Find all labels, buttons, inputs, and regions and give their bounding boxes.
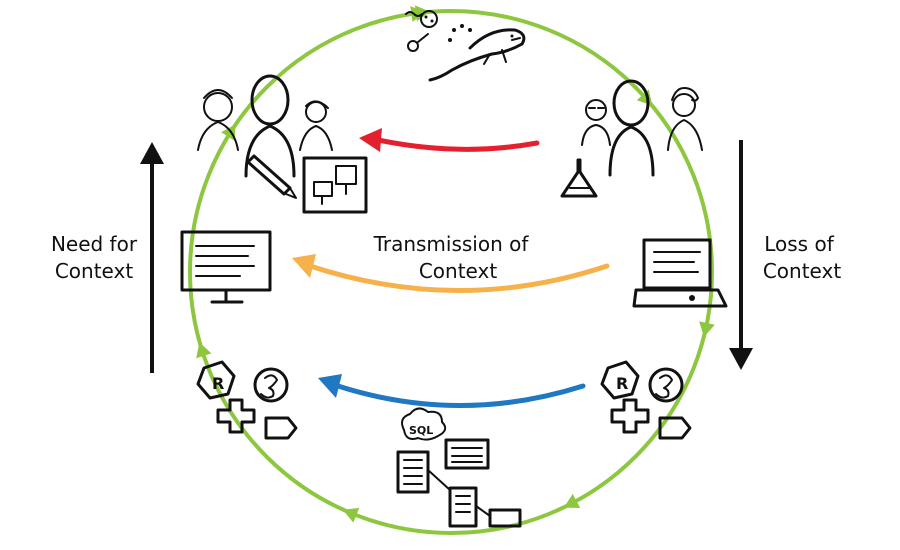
- loss-label-line2: Context: [763, 259, 842, 283]
- r-badge-right: R: [616, 374, 628, 393]
- orange-transmission-arrow: [292, 254, 610, 293]
- transmission-label-line2: Context: [419, 259, 498, 283]
- cycle-arrowhead: [699, 321, 715, 338]
- sql-label: SQL: [409, 424, 433, 437]
- cycle-arrowhead: [563, 493, 581, 508]
- code-packages-icon: R: [600, 360, 692, 440]
- cycle-arrowhead: [343, 507, 360, 523]
- computer-monitor-icon: [180, 230, 272, 304]
- data-files-icon: SQL: [396, 407, 522, 528]
- loss-label-line1: Loss of: [764, 232, 834, 256]
- researchers-designing-icon: [197, 74, 368, 214]
- researchers-with-flask-icon: [560, 79, 703, 198]
- loss-arrow: [729, 140, 753, 370]
- cycle-arrowheads: [196, 5, 715, 523]
- cycle-ring: [188, 9, 714, 535]
- lab-animals-icon: [405, 10, 526, 82]
- need-label-line2: Context: [55, 259, 134, 283]
- transmission-label-line1: Transmission of: [373, 232, 530, 256]
- cycle-arrowhead: [221, 124, 236, 141]
- r-badge-left: R: [212, 374, 224, 393]
- red-transmission-arrow: [359, 128, 540, 152]
- cycle-arrowhead: [410, 6, 426, 22]
- cycle-arrowhead: [196, 342, 212, 359]
- code-packages-icon-left: R: [196, 360, 298, 440]
- laptop-icon: [632, 238, 728, 308]
- blue-transmission-arrow: [318, 374, 586, 408]
- need-label-line1: Need for: [51, 232, 138, 256]
- need-arrow: [140, 142, 164, 373]
